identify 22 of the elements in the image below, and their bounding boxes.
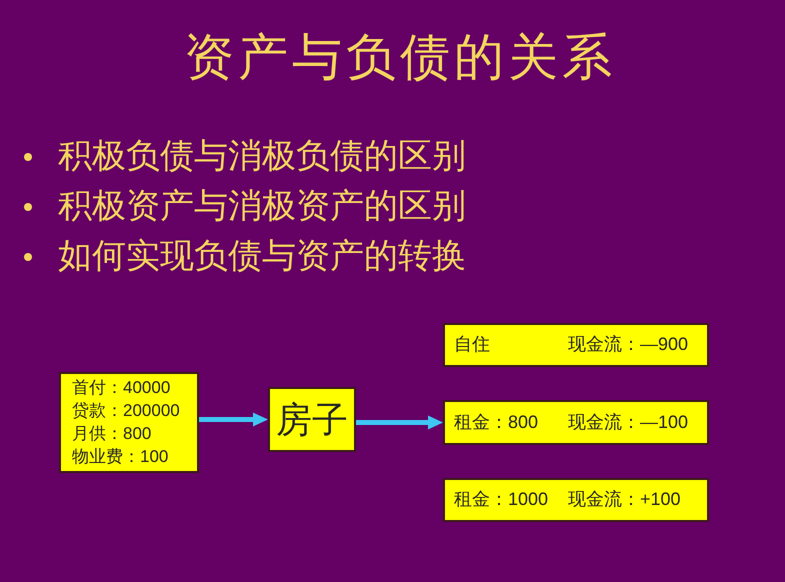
amount-text: 贷款：200000	[72, 401, 180, 422]
bullet-point-text: 积极负债与消极负债的区别	[58, 138, 466, 176]
arrow	[356, 416, 443, 430]
info-box	[59, 372, 199, 473]
slide-title: 资产与负债的关系	[184, 30, 616, 85]
house-box	[268, 387, 356, 452]
bullet-point-text: 如何实现负债与资产的转换	[58, 238, 466, 276]
option-label: 自住	[454, 334, 490, 356]
amount-text: 物业费：100	[72, 447, 168, 468]
amount-text: 首付：40000	[72, 378, 170, 398]
arrow	[199, 412, 268, 426]
cash-flow-text: 现金流：+100	[568, 489, 681, 511]
cash-flow-text: 现金流：—900	[568, 334, 688, 356]
cash-flow-text: 现金流：—100	[568, 412, 688, 434]
option-label: 租金：800	[454, 412, 538, 434]
amount-text: 月供：800	[72, 424, 152, 444]
option-box	[443, 400, 709, 445]
option-box	[443, 478, 709, 522]
bullet-point-text: 积极资产与消极资产的区别	[58, 188, 466, 226]
option-label: 租金：1000	[454, 489, 548, 511]
house-label: 房子	[276, 398, 348, 442]
option-box	[443, 323, 709, 367]
